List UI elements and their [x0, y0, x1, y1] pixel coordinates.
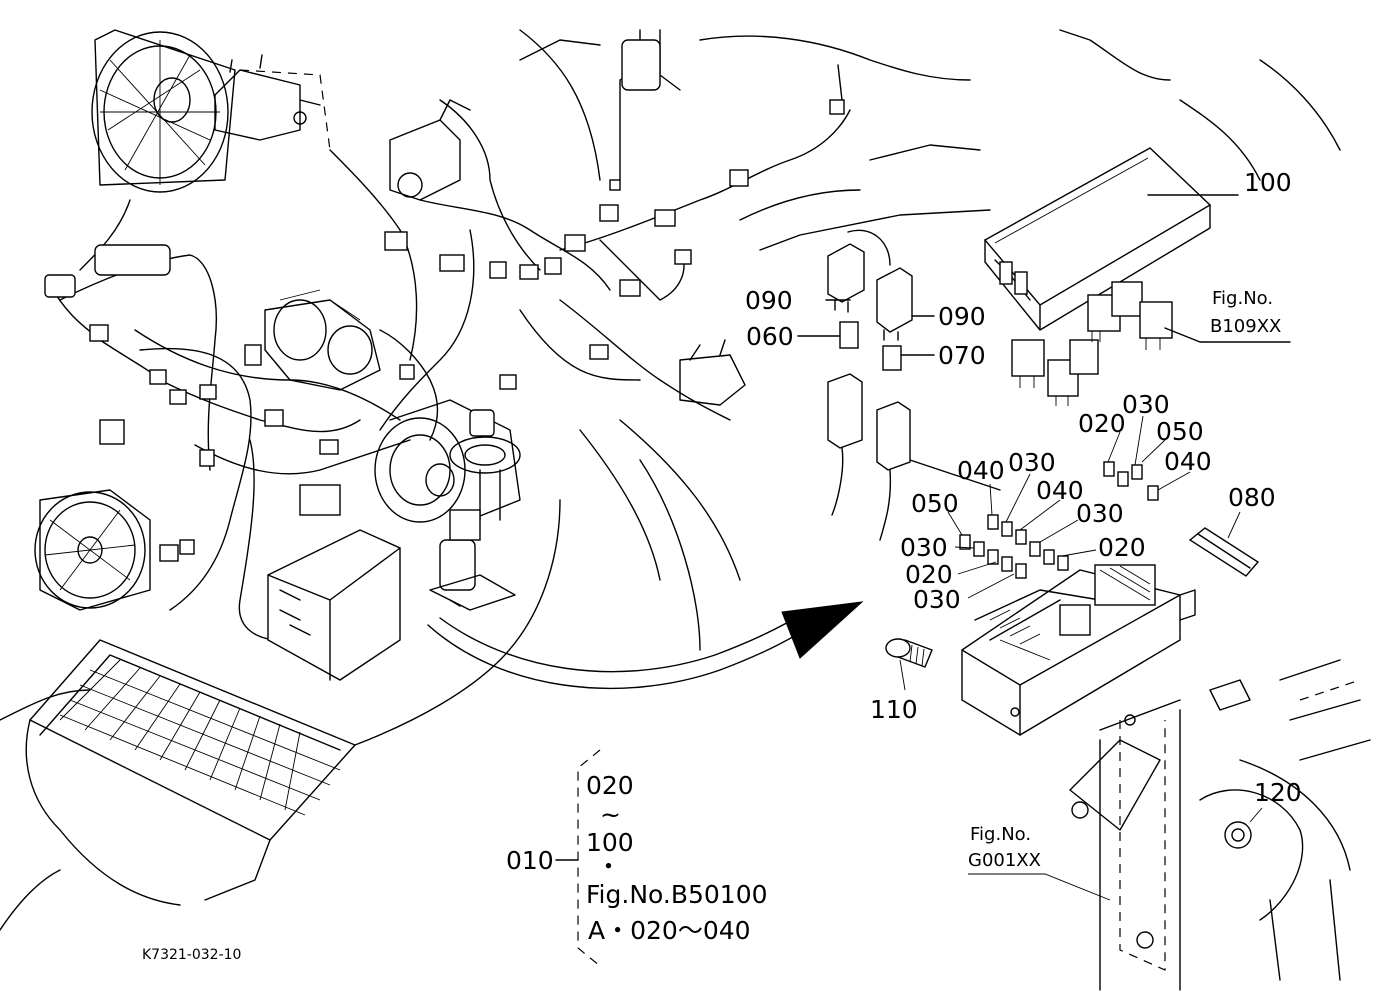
drawing-code: K7321-032-10: [142, 947, 242, 963]
legend-dot: ・: [596, 852, 622, 881]
alternator: [679, 339, 746, 406]
fuse-060-070: [839, 321, 902, 371]
fig-ref-bottom-number: G001XX: [968, 850, 1041, 871]
callout-030-b: 030: [1008, 448, 1056, 477]
callout-030-a: 030: [1122, 390, 1170, 419]
callout-100: 100: [1244, 168, 1292, 197]
control-module: [267, 484, 401, 681]
fuse-leaders: [947, 415, 1191, 599]
callout-120: 120: [1254, 778, 1302, 807]
callout-020-a: 020: [1078, 409, 1126, 438]
fuse-puller: [1188, 511, 1260, 577]
callout-030-c: 030: [1076, 499, 1124, 528]
callout-080: 080: [1228, 483, 1276, 512]
legend-range-end: 100: [586, 828, 634, 857]
floor-step: [25, 639, 356, 906]
fuses: [959, 461, 1159, 579]
frame-bracket: [1069, 659, 1371, 991]
nut-120: [1224, 807, 1263, 849]
fig-ref-bottom-label: Fig.No.: [970, 824, 1032, 845]
bolt-110: [885, 638, 933, 691]
body-outline: [0, 29, 1341, 931]
direction-arrow: [427, 601, 864, 690]
legend-bracket: [555, 749, 601, 967]
callout-090-right: 090: [938, 302, 986, 331]
callout-020-c: 020: [905, 560, 953, 589]
radiator-fan: [91, 29, 236, 193]
fuel-pump: [429, 509, 516, 611]
leader-g001xx: [968, 873, 1111, 901]
relay-sockets: [827, 373, 1001, 541]
blower-fan: [34, 489, 151, 611]
fan-bracket: [214, 54, 331, 151]
callout-030-e: 030: [913, 585, 961, 614]
callout-040-a: 040: [1164, 447, 1212, 476]
callout-030-d: 030: [900, 533, 948, 562]
callout-050-a: 050: [1156, 417, 1204, 446]
callout-040-b: 040: [957, 456, 1005, 485]
callout-060: 060: [746, 322, 794, 351]
ac-compressor: [374, 399, 521, 523]
wiring-harness: [44, 64, 851, 641]
fuse-box: [961, 564, 1196, 736]
callout-110: 110: [870, 695, 918, 724]
starter-motor: [264, 289, 381, 391]
callout-040-c: 040: [1036, 476, 1084, 505]
injection-pump: [389, 99, 471, 201]
relay-box-cover: [983, 147, 1212, 331]
legend-main-number: 010: [506, 846, 554, 875]
callout-050-b: 050: [911, 489, 959, 518]
fig-ref-top-label: Fig.No.: [1212, 288, 1274, 309]
fig-ref-top-number: B109XX: [1210, 316, 1282, 337]
legend-tilde: ~: [600, 800, 621, 829]
relays: [1011, 281, 1173, 406]
legend-fig-line: Fig.No.B50100: [586, 880, 768, 909]
callout-070: 070: [938, 341, 986, 370]
legend-range-start: 020: [586, 771, 634, 800]
relay-090: [827, 229, 913, 341]
legend-a-line: A・020～040: [588, 916, 751, 945]
callout-090-left: 090: [745, 286, 793, 315]
callout-020-b: 020: [1098, 533, 1146, 562]
